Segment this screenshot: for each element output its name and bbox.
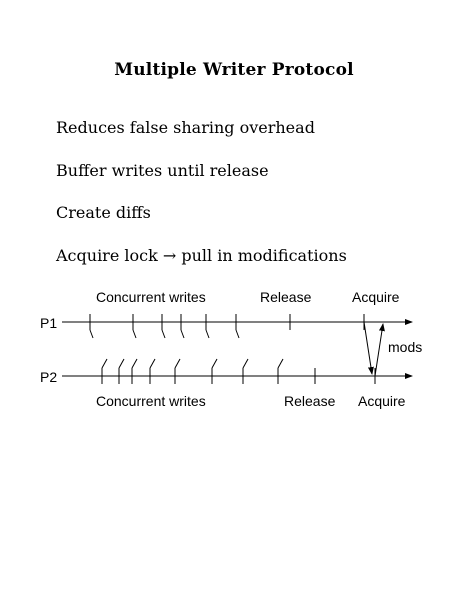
p1-release-label: Release [260, 289, 312, 305]
p2-write-tick [277, 358, 284, 369]
p1-write-ticks [89, 314, 240, 339]
p2-write-tick [174, 358, 181, 369]
p2-release-label: Release [284, 393, 336, 409]
process-label-p2: P2 [40, 369, 57, 385]
p2-write-tick [149, 358, 156, 369]
p2-write-tick [242, 358, 249, 369]
p1-write-tick [132, 329, 137, 339]
p1-write-tick [180, 329, 185, 339]
p1-write-tick [235, 329, 240, 339]
p2-concurrent-writes-label: Concurrent writes [96, 393, 206, 409]
bullet-item: Create diffs [56, 203, 151, 222]
bullet-list: Reduces false sharing overhead Buffer wr… [56, 118, 347, 288]
p2-acquire-label: Acquire [358, 393, 406, 409]
p1-acquire-label: Acquire [352, 289, 400, 305]
p2-write-tick [131, 358, 138, 369]
p1-write-tick [89, 329, 94, 339]
process-label-p1: P1 [40, 315, 57, 331]
p1-concurrent-writes-label: Concurrent writes [96, 289, 206, 305]
acquire-request-arrow [363, 321, 374, 375]
p2-write-tick [101, 358, 108, 369]
p2-write-tick [211, 358, 218, 369]
p2-write-tick [118, 358, 125, 369]
slide-title: Multiple Writer Protocol [114, 60, 354, 80]
p1-write-tick [161, 329, 166, 339]
p1-write-tick [205, 329, 210, 339]
bullet-item: Reduces false sharing overhead [56, 118, 315, 137]
bullet-item: Acquire lock → pull in modifications [56, 245, 347, 265]
p2-write-ticks [101, 358, 284, 384]
mods-label: mods [388, 339, 422, 355]
mods-arrow [374, 323, 385, 377]
bullet-item: Buffer writes until release [56, 160, 269, 180]
